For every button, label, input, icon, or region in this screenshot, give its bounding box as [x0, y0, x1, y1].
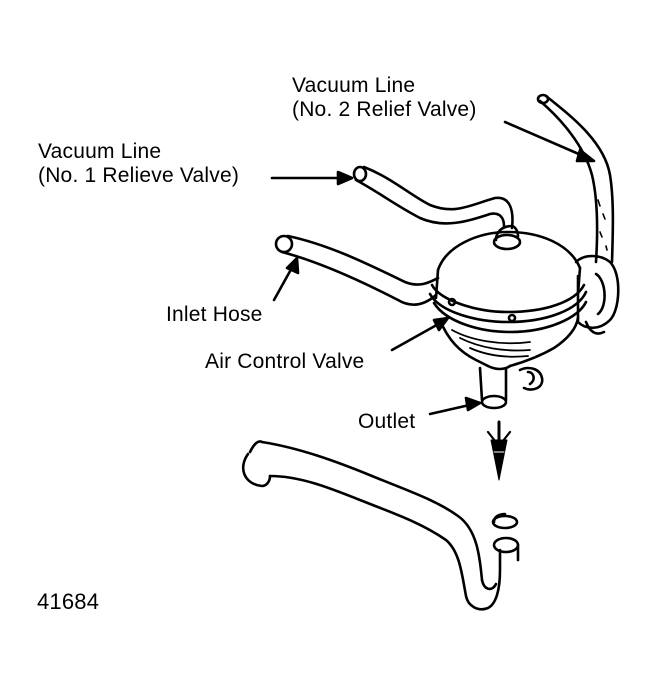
arrow-inlet-hose [272, 256, 300, 302]
inlet-hose [274, 234, 440, 306]
outlet-pipe [478, 366, 508, 410]
arrow-vacuum-line-2 [503, 120, 596, 163]
label-outlet: Outlet [358, 410, 416, 433]
label-vacuum-line-2: Vacuum Line (No. 2 Relief Valve) [292, 74, 477, 122]
arrow-air-control-valve [390, 316, 450, 352]
vacuum-line-1-hose [352, 165, 514, 230]
figure-number: 41684 [37, 589, 100, 614]
label-vacuum-line-1-line2: (No. 1 Relieve Valve) [38, 164, 240, 187]
vacuum-line-2-hose [536, 93, 615, 264]
label-vacuum-line-2-line2: (No. 2 Relief Valve) [292, 98, 477, 121]
leader-arrows [270, 120, 596, 416]
label-vacuum-line-2-line1: Vacuum Line [292, 74, 416, 97]
arrow-vacuum-line-1 [270, 170, 354, 186]
lower-hose [241, 440, 520, 611]
label-air-control-valve: Air Control Valve [205, 350, 365, 373]
valve-lower-body [438, 316, 580, 391]
label-vacuum-line-1-line1: Vacuum Line [38, 140, 162, 163]
arrow-outlet [428, 396, 482, 416]
valve-dome [434, 224, 582, 300]
down-arrow-icon [486, 420, 512, 481]
label-vacuum-line-1: Vacuum Line (No. 1 Relieve Valve) [38, 140, 239, 188]
valve-flange [428, 283, 588, 334]
label-inlet-hose: Inlet Hose [166, 303, 263, 326]
relief-valve-housing [574, 254, 620, 335]
